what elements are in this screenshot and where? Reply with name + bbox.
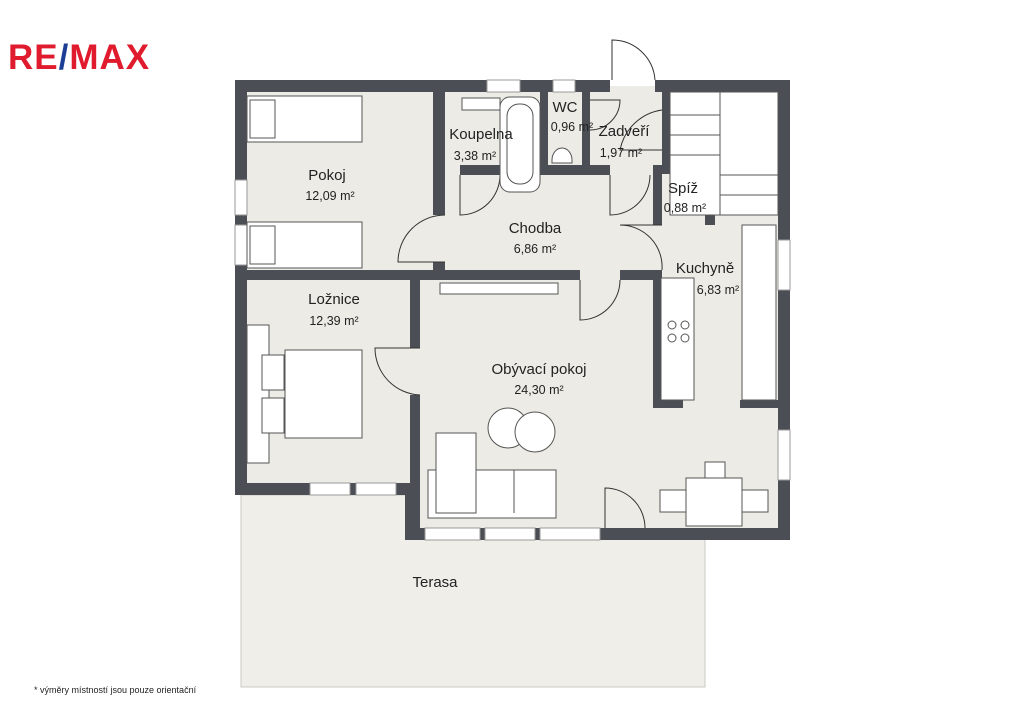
label-terasa: Terasa xyxy=(412,574,458,591)
label-wc: WC xyxy=(553,99,578,116)
area-loznice: 12,39 m² xyxy=(309,314,358,328)
area-zadveri: 1,97 m² xyxy=(600,146,642,160)
windows xyxy=(234,79,791,541)
area-obyvaci-pokoj: 24,30 m² xyxy=(514,383,563,397)
room-labels: Pokoj 12,09 m² Koupelna 3,38 m² WC 0,96 … xyxy=(305,99,739,591)
label-kuchyne: Kuchyně xyxy=(676,260,734,277)
area-pokoj: 12,09 m² xyxy=(305,189,354,203)
logo-slash: / xyxy=(58,38,70,77)
area-chodba: 6,86 m² xyxy=(514,242,556,256)
label-pokoj: Pokoj xyxy=(308,167,346,184)
interior-floor xyxy=(241,86,784,534)
label-zadveri: Zadveří xyxy=(599,123,651,140)
area-wc: 0,96 m² xyxy=(551,120,593,134)
label-obyvaci-pokoj: Obývací pokoj xyxy=(491,361,586,378)
label-koupelna: Koupelna xyxy=(449,126,513,143)
area-kuchyne: 6,83 m² xyxy=(697,283,739,297)
logo-max: MAX xyxy=(69,38,151,77)
label-loznice: Ložnice xyxy=(308,291,360,308)
doors xyxy=(374,39,663,529)
logo-re: RE xyxy=(8,38,59,77)
furniture xyxy=(246,91,779,527)
footnote: * výměry místností jsou pouze orientační xyxy=(34,685,197,695)
label-chodba: Chodba xyxy=(509,220,562,237)
area-koupelna: 3,38 m² xyxy=(454,149,496,163)
remax-logo: RE/MAX xyxy=(8,40,150,75)
area-spiz: 0,88 m² xyxy=(664,201,706,215)
label-spiz: Spíž xyxy=(668,180,698,197)
